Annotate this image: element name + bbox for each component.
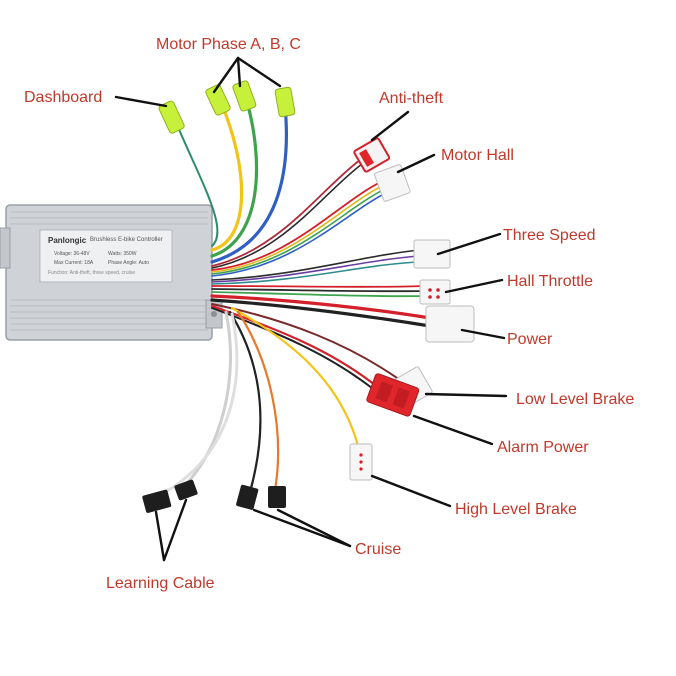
label-power: Power: [507, 331, 553, 348]
wire-dashboard: [174, 119, 219, 247]
pointer-lines: [114, 56, 508, 562]
wire-high-brake: [230, 306, 360, 448]
wire-motor-hall-blue: [211, 191, 389, 277]
connector-phase-b: [232, 80, 257, 112]
wire-learning-white-2: [158, 312, 239, 497]
connector-three-speed: [413, 239, 451, 269]
label-motor-hall: Motor Hall: [441, 147, 514, 164]
label-alarm-power: Alarm Power: [497, 439, 589, 456]
wire-phase-blue: [210, 103, 288, 264]
wire-anti-theft-2: [211, 163, 363, 269]
label-dashboard: Dashboard: [24, 89, 103, 106]
wire-alarm-black: [211, 307, 378, 393]
wire-low-brake: [211, 303, 401, 381]
connector-motor-hall: [374, 164, 411, 202]
controller-phase-angle: Phase Angle: Auto: [108, 260, 149, 266]
label-motor-phase: Motor Phase A, B, C: [156, 36, 301, 53]
wire-hall-throttle-black: [211, 288, 426, 293]
connector-phase-c: [274, 86, 296, 118]
pointer-anti-theft: [370, 110, 410, 142]
connector-learning-1: [142, 489, 172, 513]
wire-power-black: [210, 298, 432, 328]
controller-functions: Function: Anti-theft, three speed, cruis…: [48, 270, 135, 276]
pointer-high-brake: [370, 474, 452, 508]
label-high-level-brake: High Level Brake: [455, 501, 577, 518]
wire-motor-hall-green: [211, 187, 388, 275]
wire-three-speed-2: [211, 255, 421, 283]
pointer-cruise-2: [276, 508, 352, 548]
pointer-dashboard: [114, 95, 168, 108]
wire-hall-throttle-green: [211, 291, 426, 298]
pointer-three-speed: [436, 232, 502, 256]
controller-fins: [10, 211, 208, 331]
label-three-speed: Three Speed: [503, 227, 596, 244]
mount-hole: [211, 311, 217, 317]
connector-alarm-power: [366, 373, 420, 417]
wire-learning-white-1: [183, 310, 233, 487]
wire-power-red: [210, 294, 432, 320]
pointer-phase-a: [212, 56, 240, 94]
controller-label-plate: [39, 229, 173, 283]
wire-phase-yellow: [210, 98, 244, 252]
controller-max-current: Max Current: 18A: [54, 260, 94, 266]
connectors: [142, 80, 475, 513]
label-learning-cable: Learning Cable: [106, 575, 215, 592]
connector-dashboard: [158, 100, 185, 134]
wire-cruise-black: [228, 310, 262, 494]
connector-cruise-1: [236, 484, 259, 510]
controller-brand: Panlongic: [48, 236, 87, 245]
pointer-alarm-power: [412, 414, 494, 446]
pointer-hall-throttle: [444, 278, 504, 294]
label-hall-throttle: Hall Throttle: [507, 273, 593, 290]
wire-motor-hall-red: [211, 179, 386, 271]
pointer-learning-2: [162, 498, 188, 562]
pointer-phase-c: [236, 56, 282, 88]
label-cruise: Cruise: [355, 541, 402, 558]
controller-watts: Watts: 350W: [108, 251, 137, 257]
controller-voltage: Voltage: 36-48V: [54, 251, 90, 257]
pointer-cruise-1: [252, 508, 352, 548]
mount-tab-left: [0, 227, 11, 269]
connector-learning-2: [174, 479, 198, 501]
pointer-phase-b: [236, 56, 242, 88]
wire-anti-theft-1: [211, 159, 361, 267]
wire-three-speed-1: [211, 249, 421, 281]
connector-power: [425, 305, 475, 343]
pointer-power: [460, 328, 506, 340]
wire-alarm-red: [210, 304, 377, 387]
wire-three-speed-3: [211, 261, 421, 285]
wire-hall-throttle-red: [211, 285, 426, 288]
connector-cruise-2: [268, 486, 286, 508]
label-low-level-brake: Low Level Brake: [516, 391, 635, 408]
wire-motor-hall-yellow: [211, 183, 387, 273]
pointer-motor-hall: [396, 153, 436, 174]
connector-phase-a: [205, 84, 231, 116]
wire-phase-green: [210, 93, 259, 258]
connector-anti-theft: [353, 137, 391, 173]
wires: [158, 93, 432, 497]
label-anti-theft: Anti-theft: [379, 90, 444, 107]
pointer-learning-1: [154, 510, 166, 562]
pointer-low-brake: [424, 392, 508, 398]
controller-product: Brushless E-bike Controller: [90, 237, 163, 243]
wire-cruise-orange: [236, 310, 280, 492]
connector-high-brake: [349, 443, 373, 481]
controller-box: [0, 204, 223, 341]
